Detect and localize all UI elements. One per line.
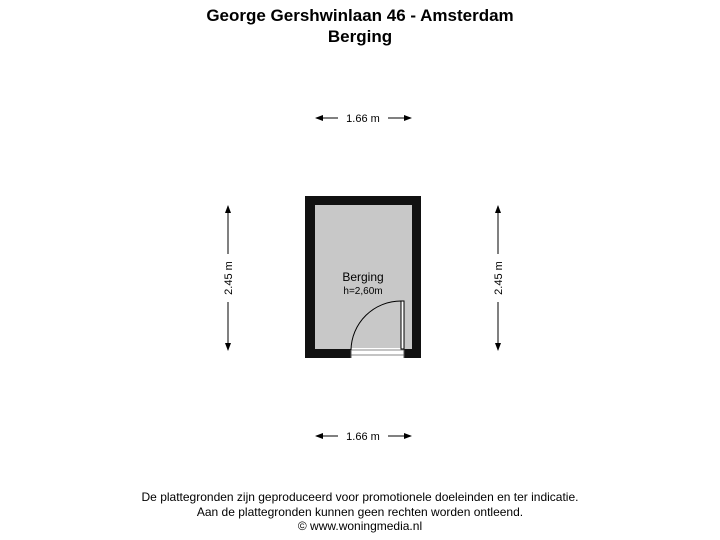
dimension-top-label: 1.66 m — [346, 113, 380, 125]
dimension-top: 1.66 m — [315, 113, 412, 125]
dimension-right-label: 2.45 m — [493, 261, 505, 295]
dimension-left: 2.45 m — [223, 205, 235, 351]
room-floor — [315, 205, 412, 349]
copyright-line: © www.woningmedia.nl — [297, 519, 423, 533]
floor-title: Berging — [327, 27, 393, 46]
door-swing-arc — [350, 300, 402, 351]
dimension-right: 2.45 m — [493, 205, 505, 351]
address-title: George Gershwinlaan 46 - Amsterdam — [206, 6, 514, 25]
door-leaf — [400, 300, 405, 350]
dimension-bottom: 1.66 m — [315, 431, 412, 443]
dimension-left-label: 2.45 m — [223, 261, 235, 295]
disclaimer-line-1: De plattegronden zijn geproduceerd voor … — [141, 490, 579, 504]
door-opening — [351, 348, 404, 358]
disclaimer-line-2: Aan de plattegronden kunnen geen rechten… — [196, 505, 524, 519]
dimension-bottom-label: 1.66 m — [346, 431, 380, 443]
room-name-label: Berging — [342, 270, 383, 284]
room-height-label: h=2,60m — [343, 286, 382, 297]
